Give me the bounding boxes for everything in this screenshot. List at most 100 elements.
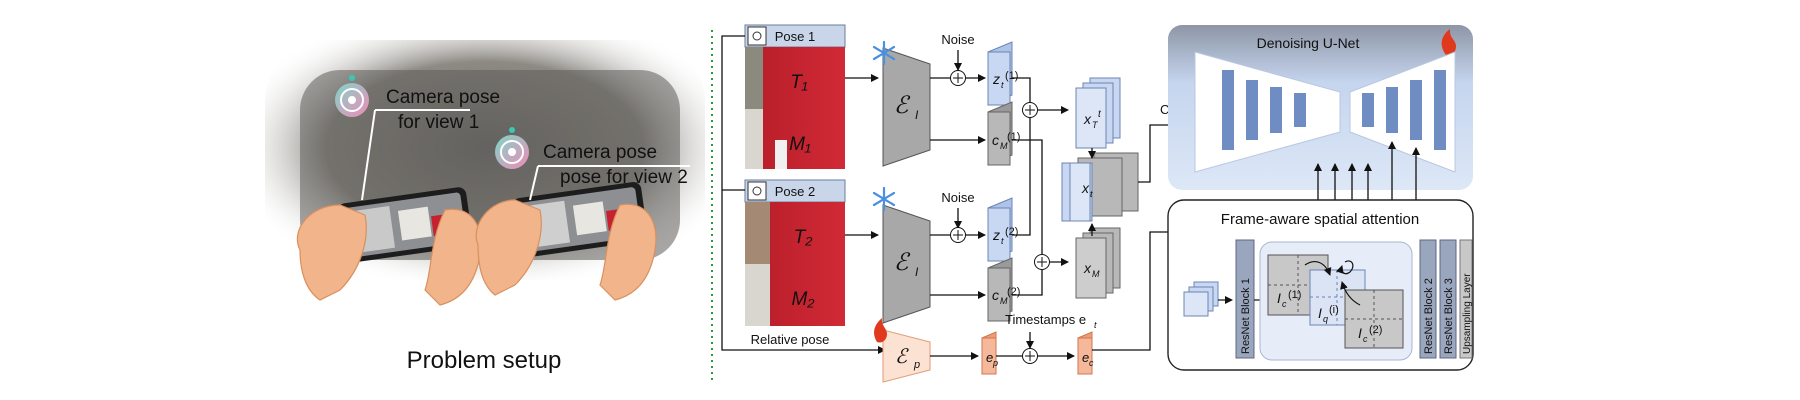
svg-text:(1): (1) bbox=[1007, 131, 1020, 143]
ic2-label: I bbox=[1358, 325, 1362, 341]
image-encoder-shape bbox=[882, 47, 931, 167]
noise-label-2: Noise bbox=[941, 190, 974, 205]
plus-node bbox=[1022, 102, 1038, 118]
svg-text:t: t bbox=[1001, 80, 1004, 90]
zt1-label: z bbox=[992, 71, 1000, 87]
plus-node bbox=[950, 227, 966, 243]
svg-text:t: t bbox=[1090, 189, 1093, 199]
resnet-block-1 bbox=[1235, 239, 1255, 359]
input-images: Pose 1 T₁ M₁ Pose 2 T₂ M₂ Relative pose bbox=[744, 24, 846, 347]
image-encoder-1: ℰ I bbox=[872, 40, 931, 167]
unet-layer bbox=[1434, 70, 1446, 150]
problem-setup-caption: Problem setup bbox=[407, 347, 562, 374]
denoising-unet: Denoising U-Net bbox=[1168, 25, 1473, 190]
unet-layer bbox=[1362, 93, 1374, 127]
xtt-label: x bbox=[1083, 111, 1092, 127]
iq-label: I bbox=[1318, 305, 1322, 321]
image-encoder-sub: I bbox=[915, 265, 919, 279]
t1-image-wall bbox=[745, 47, 763, 109]
upsampling-layer bbox=[1459, 239, 1473, 359]
cm2-label: c bbox=[992, 287, 999, 303]
xm-latent: x M bbox=[1075, 227, 1121, 299]
snowflake-icon bbox=[872, 186, 896, 212]
image-encoder-2: ℰ I bbox=[872, 186, 931, 324]
svg-text:c: c bbox=[1089, 358, 1094, 368]
callout-1-line1: Camera pose bbox=[386, 87, 500, 108]
zt1-latent: z t (1) bbox=[987, 41, 1018, 106]
image-encoder-symbol: ℰ bbox=[894, 92, 911, 119]
hand-left-1 bbox=[296, 204, 367, 301]
cm1-latent: c M (1) bbox=[987, 101, 1020, 166]
attention-title: Frame-aware spatial attention bbox=[1221, 211, 1419, 228]
svg-text:(i): (i) bbox=[1329, 304, 1339, 316]
m1-image-mask bbox=[745, 109, 763, 169]
hand-right-2 bbox=[599, 203, 657, 301]
callout-1-line2: for view 1 bbox=[398, 112, 479, 133]
plus-node bbox=[1022, 348, 1038, 364]
camera-icon bbox=[747, 181, 767, 201]
cm2-latent: c M (2) bbox=[987, 257, 1020, 322]
svg-text:q: q bbox=[1323, 314, 1328, 324]
upsampling-layer-label: Upsampling Layer bbox=[1462, 273, 1473, 354]
pose-2-label: Pose 2 bbox=[775, 184, 815, 199]
pose-encoder-symbol: ℰ bbox=[895, 346, 909, 368]
unet-layer bbox=[1270, 87, 1282, 133]
pose-1-label: Pose 1 bbox=[775, 29, 815, 44]
callout-2-line1: Camera pose bbox=[543, 142, 657, 163]
svg-text:M: M bbox=[1000, 141, 1008, 151]
unet-layer bbox=[1246, 80, 1258, 140]
relative-pose-connector bbox=[721, 35, 883, 351]
unet-title: Denoising U-Net bbox=[1257, 35, 1360, 51]
ec-label: e bbox=[1082, 350, 1089, 365]
image-encoder-sub: I bbox=[915, 108, 919, 122]
pose-encoder-sub: p bbox=[913, 359, 920, 371]
ep-embedding: e p bbox=[981, 331, 998, 375]
image-encoder-symbol: ℰ bbox=[894, 249, 911, 276]
svg-text:(1): (1) bbox=[1005, 70, 1018, 82]
cm1-label: c bbox=[992, 132, 999, 148]
m2-image-mask bbox=[745, 264, 770, 326]
xm-label: x bbox=[1083, 260, 1092, 276]
svg-text:p: p bbox=[992, 358, 998, 368]
hand-right-1 bbox=[475, 199, 542, 296]
noise-label-1: Noise bbox=[941, 32, 974, 47]
svg-text:(1): (1) bbox=[1288, 289, 1301, 301]
svg-text:c: c bbox=[1282, 299, 1287, 309]
svg-text:M: M bbox=[1092, 269, 1100, 279]
frame-aware-attention: Frame-aware spatial attention ResNet Blo… bbox=[1167, 199, 1474, 371]
resnet-block-2-label: ResNet Block 2 bbox=[1423, 278, 1435, 354]
plus-node bbox=[950, 70, 966, 86]
unet-layer bbox=[1386, 87, 1398, 133]
svg-text:(2): (2) bbox=[1369, 324, 1382, 336]
zt2-latent: z t (2) bbox=[987, 197, 1018, 262]
camera-icon bbox=[495, 127, 529, 169]
pose-encoder: ℰ p bbox=[874, 318, 931, 383]
unet-layer bbox=[1410, 80, 1422, 140]
callout-line-2 bbox=[529, 165, 539, 201]
resnet-block-1-label: ResNet Block 1 bbox=[1240, 278, 1252, 354]
svg-text:t: t bbox=[1094, 320, 1097, 330]
svg-text:t: t bbox=[1098, 109, 1102, 120]
xt-label: x bbox=[1081, 180, 1090, 196]
xtt-latent: x T t bbox=[1075, 77, 1121, 149]
resnet-block-3 bbox=[1439, 239, 1457, 359]
svg-text:(2): (2) bbox=[1007, 286, 1020, 298]
unet-layer bbox=[1222, 70, 1234, 150]
svg-text:t: t bbox=[1001, 236, 1004, 246]
image-encoder-shape bbox=[882, 204, 931, 324]
problem-setup-panel: Camera pose for view 1 Camera pose pose … bbox=[265, 40, 705, 374]
svg-text:(2): (2) bbox=[1005, 226, 1018, 238]
ep-label: e bbox=[986, 350, 993, 365]
unet-decoder-half bbox=[1349, 51, 1456, 173]
m1-label: M₁ bbox=[789, 134, 811, 155]
xt-latent: x t bbox=[1061, 152, 1139, 222]
svg-text:M: M bbox=[1000, 296, 1008, 306]
zt2-label: z bbox=[992, 227, 1000, 243]
hand-left-2 bbox=[424, 208, 482, 306]
flame-icon bbox=[1441, 29, 1456, 56]
camera-icon bbox=[335, 75, 369, 117]
svg-text:c: c bbox=[1363, 334, 1368, 344]
svg-text:T: T bbox=[1092, 120, 1099, 130]
hands bbox=[296, 199, 657, 306]
plus-node bbox=[1034, 254, 1050, 270]
